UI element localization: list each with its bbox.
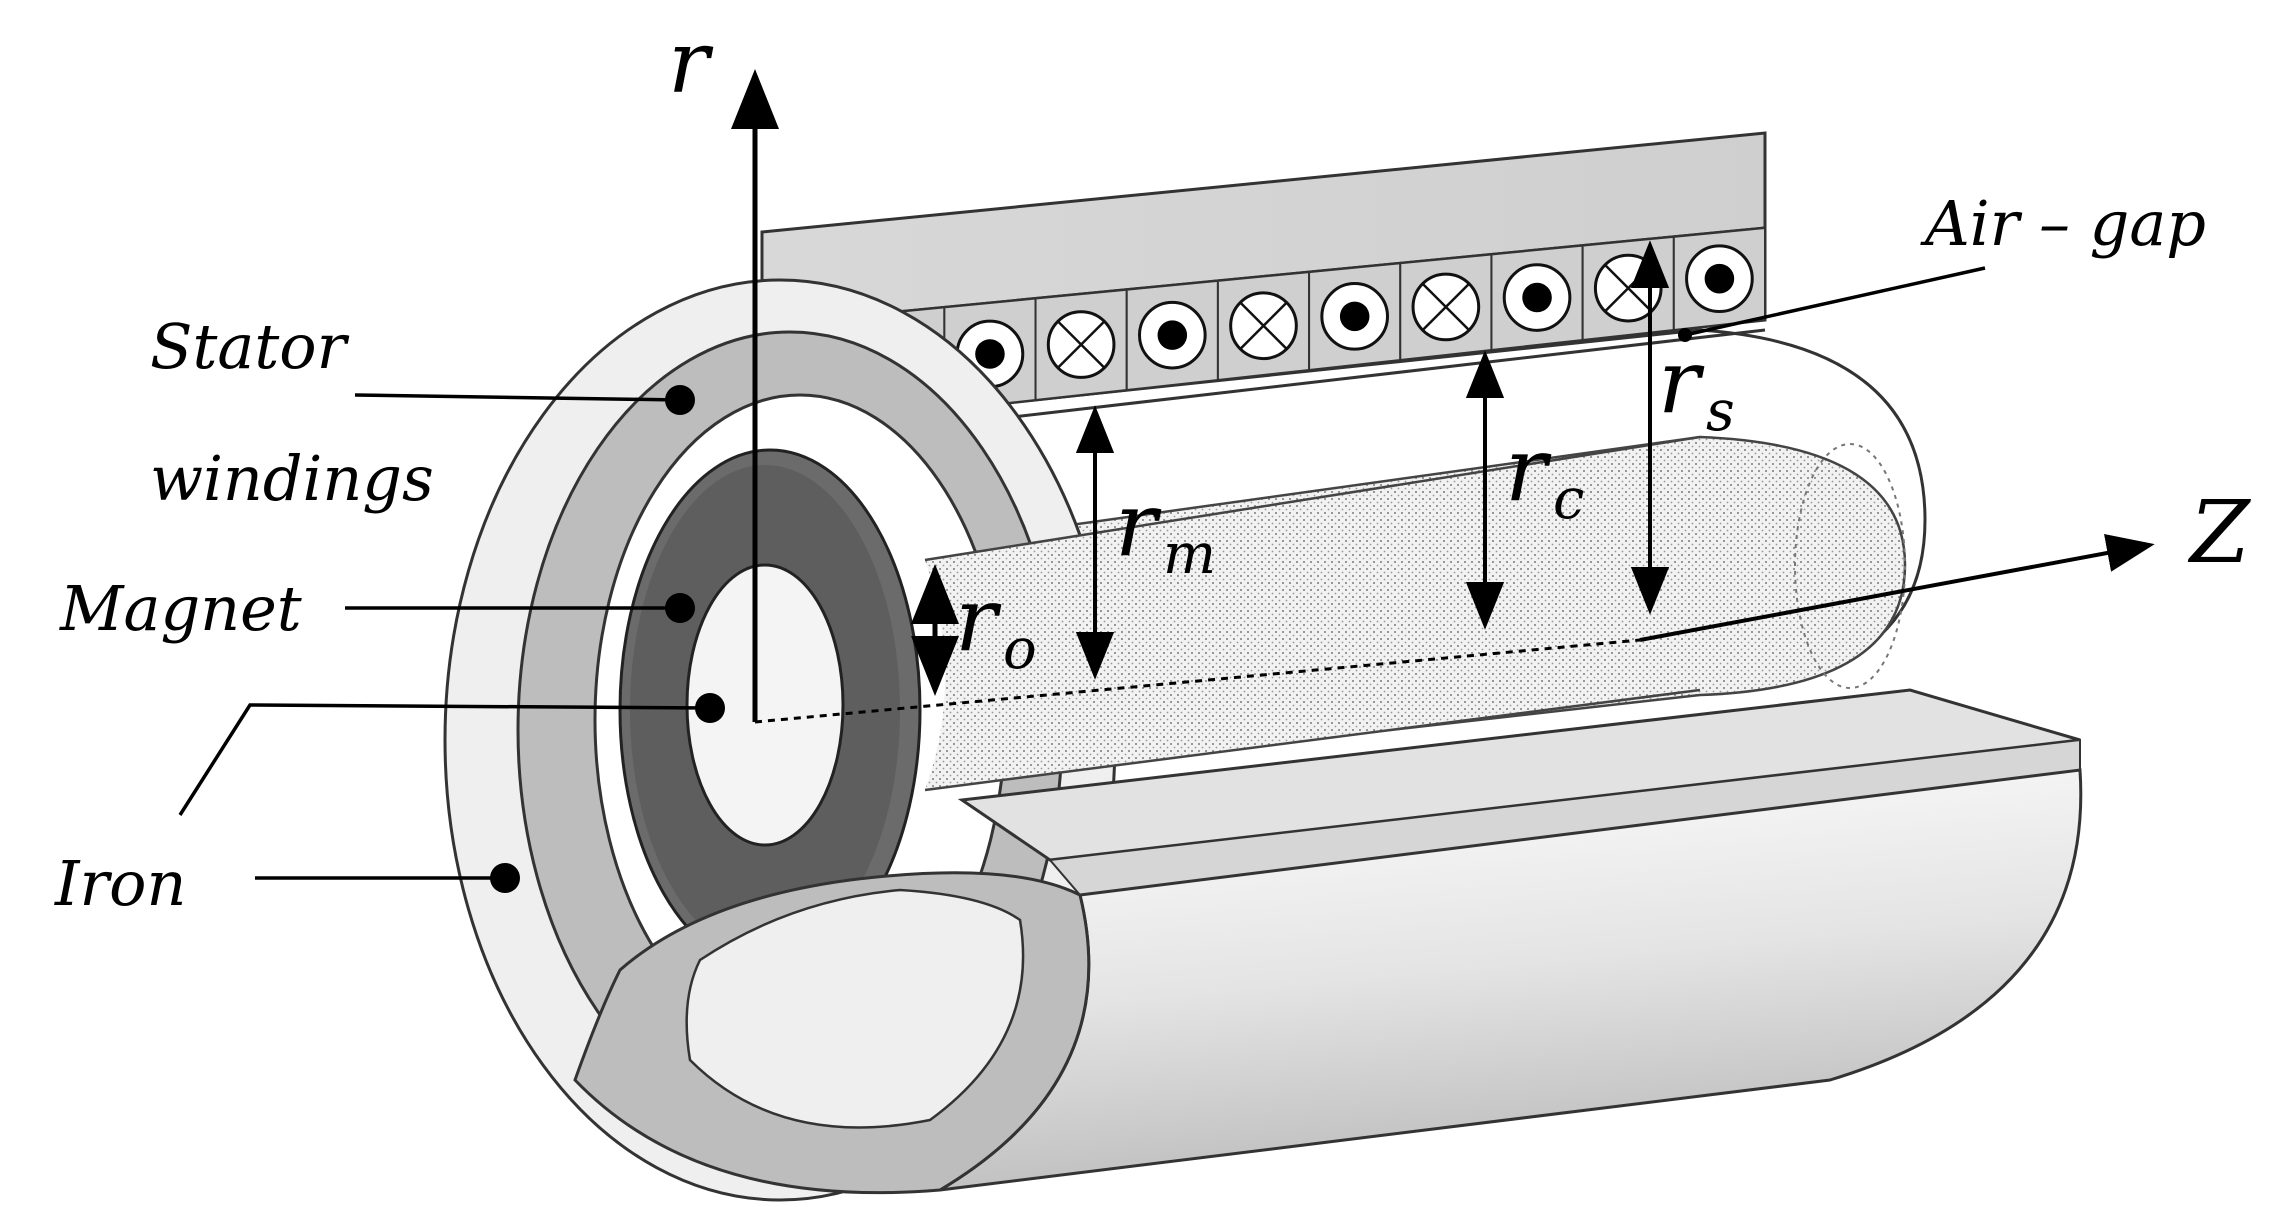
callout-air-gap	[1678, 266, 1986, 342]
iron-core	[685, 563, 845, 847]
current-dot-mark	[1339, 301, 1370, 332]
radius-rm-label: r m	[1115, 473, 1216, 587]
current-dot-mark	[1157, 320, 1188, 350]
svg-text:r: r	[955, 568, 1002, 671]
stator-windings-label-line2: windings	[150, 442, 434, 515]
radius-ro-label: r o	[955, 568, 1037, 682]
svg-text:r: r	[1658, 330, 1705, 433]
r-axis-label: r	[668, 13, 714, 113]
radius-rc-label: r c	[1505, 418, 1584, 532]
z-axis	[754, 534, 2155, 724]
air-gap-label: Air – gap	[1920, 187, 2206, 260]
current-cross-mark	[1239, 301, 1288, 350]
radius-rs-label: r s	[1658, 330, 1735, 444]
callout-iron	[255, 863, 520, 893]
callout-magnet	[345, 593, 695, 623]
svg-text:r: r	[1115, 473, 1162, 576]
iron-label: Iron	[54, 847, 186, 920]
lower-iron-shell	[573, 688, 2083, 1195]
svg-text:o: o	[1003, 617, 1037, 682]
callout-stator	[354, 385, 695, 415]
svg-text:c: c	[1553, 467, 1584, 532]
magnet-label: Magnet	[59, 572, 302, 645]
current-cross-mark	[1422, 283, 1470, 331]
magnet-cylinder-front	[924, 435, 1701, 792]
svg-text:m: m	[1163, 522, 1216, 587]
callout-iron-core	[178, 693, 725, 816]
current-dot-mark	[1704, 263, 1735, 294]
current-dot-mark	[975, 339, 1005, 369]
stator-windings-label-line1: Stator	[150, 310, 350, 383]
svg-text:s: s	[1706, 379, 1735, 444]
current-cross-mark	[1057, 320, 1105, 369]
svg-text:r: r	[1505, 418, 1552, 521]
z-axis-label: Z	[2187, 483, 2251, 583]
current-dot-mark	[1522, 282, 1552, 313]
